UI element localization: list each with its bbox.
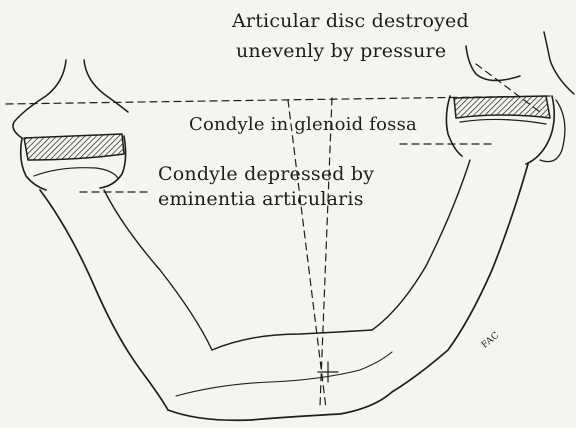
right-temporal-outline bbox=[466, 46, 520, 81]
mandible-left-ramus-outer bbox=[40, 190, 168, 410]
articular-disc-label-line-1: Articular disc destroyed bbox=[232, 10, 469, 32]
left-temporal-outline bbox=[13, 60, 66, 138]
vertical-reference-line-1 bbox=[288, 100, 326, 408]
mandible-symphysis-curve bbox=[212, 330, 372, 350]
mandible-lower-curve bbox=[176, 352, 392, 396]
left-condyle-inner bbox=[34, 168, 118, 178]
right-disc-inner bbox=[460, 119, 546, 124]
mandible-inferior-border bbox=[168, 392, 392, 420]
mandible-left-ramus-inner bbox=[104, 190, 212, 350]
articular-disc-label-line-2: unevenly by pressure bbox=[236, 40, 446, 62]
condyle-depressed-label-line-2: eminentia articularis bbox=[158, 188, 364, 210]
mandible-right-ramus-inner bbox=[372, 160, 470, 330]
left-temporal-outline-2 bbox=[84, 60, 128, 112]
left-articular-disc bbox=[24, 134, 124, 160]
right-articular-disc bbox=[454, 96, 550, 118]
vertical-reference-line-2 bbox=[320, 98, 332, 406]
condyle-depressed-label-line-1: Condyle depressed by bbox=[158, 163, 374, 185]
condyle-in-fossa-label: Condyle in glenoid fossa bbox=[189, 114, 417, 135]
mandible-right-ramus-outer bbox=[392, 164, 528, 392]
right-temporal-outline-2 bbox=[544, 32, 574, 94]
